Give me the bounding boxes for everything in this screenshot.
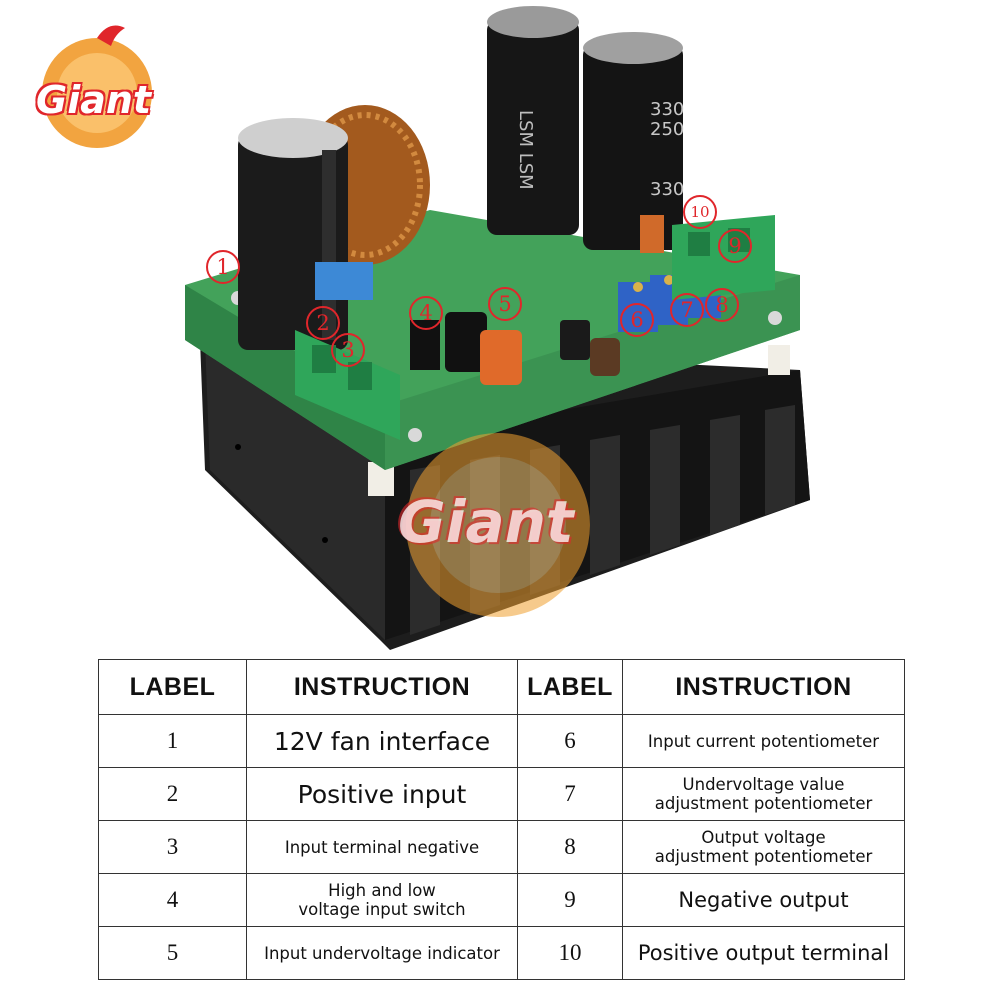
product-photo: LSM LSM 330 250 330 (36, 6, 810, 650)
table-header-row: LABEL INSTRUCTION LABEL INSTRUCTION (98, 659, 905, 715)
giant-logo (42, 25, 152, 148)
instruction-cell: Negative output (622, 873, 905, 927)
table-row: 3 Input terminal negative 8 Output volta… (98, 820, 905, 874)
marker-5: 5 (488, 287, 522, 321)
fan-connector (315, 262, 373, 300)
logo-text: Giant (36, 78, 152, 122)
marker-6: 6 (620, 303, 654, 337)
label-cell: 5 (98, 926, 247, 980)
svg-text:LSM LSM: LSM LSM (515, 110, 536, 190)
marker-9: 9 (718, 229, 752, 263)
table-row: 4 High and low voltage input switch 9 Ne… (98, 873, 905, 927)
instruction-cell: Positive input (246, 767, 518, 821)
instruction-cell: High and low voltage input switch (246, 873, 518, 927)
label-cell: 4 (98, 873, 247, 927)
instruction-cell: Input current potentiometer (622, 714, 905, 768)
instruction-line: Output voltage (701, 828, 826, 847)
instruction-line: adjustment potentiometer (654, 794, 873, 813)
header-instruction-left: INSTRUCTION (246, 659, 518, 715)
label-cell: 9 (517, 873, 623, 927)
instruction-cell: Output voltage adjustment potentiometer (622, 820, 905, 874)
watermark-text: Giant (398, 488, 574, 556)
marker-2: 2 (306, 306, 340, 340)
instruction-cell: Undervoltage value adjustment potentiome… (622, 767, 905, 821)
capacitor-tall-1: LSM LSM (487, 6, 579, 235)
instruction-line: Undervoltage value (682, 775, 845, 794)
label-cell: 1 (98, 714, 247, 768)
svg-text:330: 330 (650, 99, 684, 120)
header-label-right: LABEL (517, 659, 623, 715)
svg-text:330: 330 (650, 179, 684, 200)
label-cell: 6 (517, 714, 623, 768)
instruction-cell: 12V fan interface (246, 714, 518, 768)
instruction-cell: Input terminal negative (246, 820, 518, 874)
instruction-line: voltage input switch (298, 900, 466, 919)
table-row: 5 Input undervoltage indicator 10 Positi… (98, 926, 905, 980)
instruction-line: adjustment potentiometer (654, 847, 873, 866)
label-cell: 8 (517, 820, 623, 874)
instruction-cell: Input undervoltage indicator (246, 926, 518, 980)
table-row: 2 Positive input 7 Undervoltage value ad… (98, 767, 905, 821)
svg-text:250: 250 (650, 119, 684, 140)
capacitor-tall-2: 330 250 330 (583, 32, 684, 250)
label-cell: 10 (517, 926, 623, 980)
label-cell: 7 (517, 767, 623, 821)
label-cell: 2 (98, 767, 247, 821)
instruction-line: High and low (328, 881, 436, 900)
table-row: 1 12V fan interface 6 Input current pote… (98, 714, 905, 768)
marker-10: 10 (683, 195, 717, 229)
label-instruction-table: LABEL INSTRUCTION LABEL INSTRUCTION 1 12… (98, 659, 905, 980)
label-cell: 3 (98, 820, 247, 874)
instruction-cell: Positive output terminal (622, 926, 905, 980)
marker-7: 7 (670, 293, 704, 327)
marker-4: 4 (409, 296, 443, 330)
marker-3: 3 (331, 333, 365, 367)
led-indicator (480, 330, 522, 385)
header-instruction-right: INSTRUCTION (622, 659, 905, 715)
header-label-left: LABEL (98, 659, 247, 715)
small-capacitor (445, 312, 487, 372)
marker-8: 8 (705, 288, 739, 322)
marker-1: 1 (206, 250, 240, 284)
watermark-graphic (406, 433, 590, 617)
